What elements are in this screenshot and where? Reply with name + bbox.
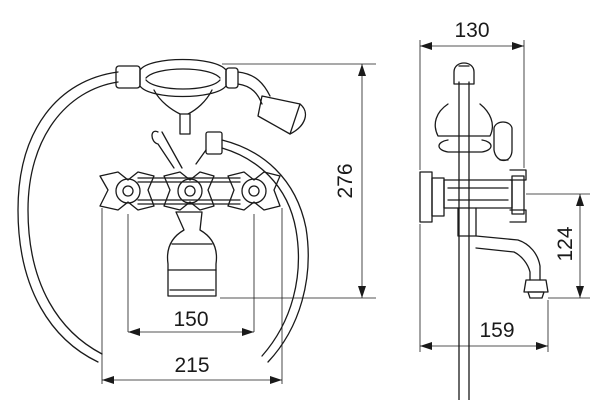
dimension-215: 215 <box>102 354 282 384</box>
dimension-130-label: 130 <box>454 19 489 42</box>
side-view <box>419 62 549 400</box>
valve-body <box>137 177 241 205</box>
dimension-215-label: 215 <box>174 354 209 377</box>
shower-handset <box>115 58 307 135</box>
dimension-124-label: 124 <box>554 226 577 261</box>
dimension-124: 124 <box>526 193 590 299</box>
front-view <box>17 58 309 384</box>
dimension-276-label: 276 <box>334 163 357 198</box>
dimension-159-label: 159 <box>479 319 514 342</box>
dimension-130: 130 <box>419 19 525 170</box>
center-cross-handle[interactable] <box>163 171 215 211</box>
shower-hose <box>17 71 309 363</box>
diverter <box>151 113 223 169</box>
dimension-276: 276 <box>220 63 376 299</box>
left-cross-handle[interactable] <box>99 171 155 211</box>
right-cross-handle[interactable] <box>227 171 281 211</box>
dimension-159: 159 <box>419 224 549 352</box>
spout-pillar <box>166 211 218 297</box>
dimension-150-label: 150 <box>173 308 208 331</box>
dimension-150: 150 <box>128 308 254 336</box>
